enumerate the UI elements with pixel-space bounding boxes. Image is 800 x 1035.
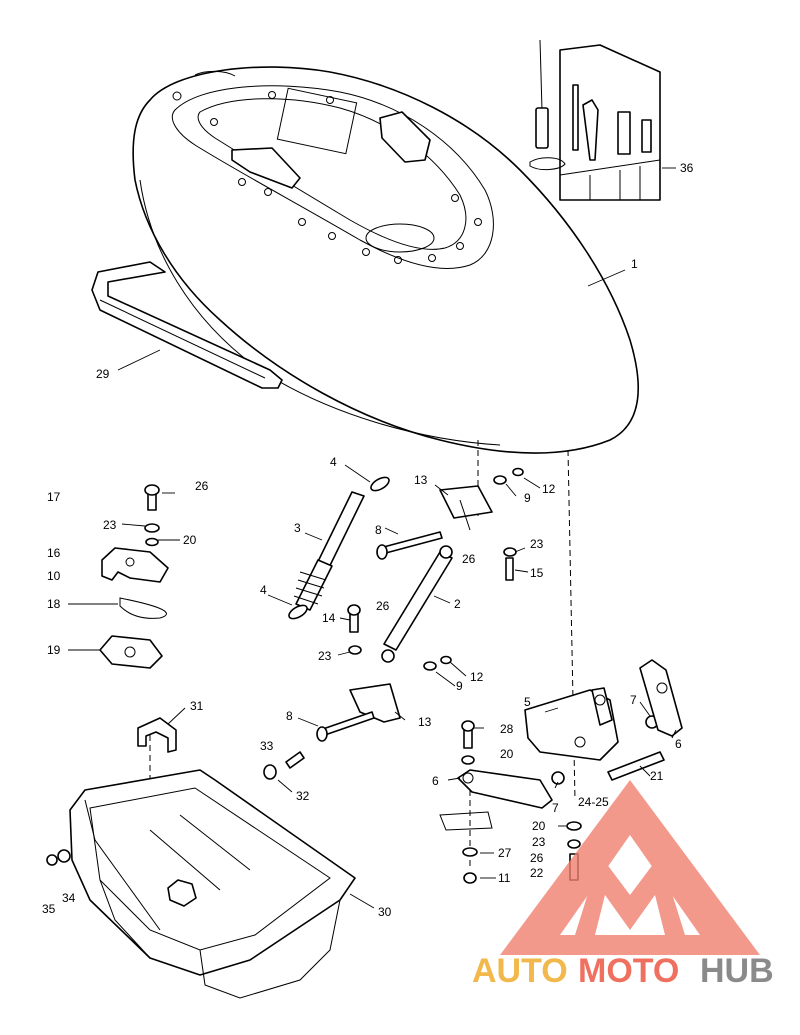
callout-label: 21	[650, 769, 664, 783]
storage-bin-part	[69, 769, 356, 999]
callout-labels: 1 2 3 4 4 5 6 6 7 7 8 8 9 9 10 11 12 12 …	[42, 161, 694, 919]
callout-label: 36	[680, 161, 694, 175]
spring-strut-part	[288, 476, 453, 663]
callout-label: 13	[418, 715, 432, 729]
callout-label: 26	[462, 552, 476, 566]
callout-label: 1	[631, 257, 638, 271]
callout-label: 23	[532, 835, 546, 849]
callout-label: 7	[552, 801, 559, 815]
watermark-word-moto: MOTO	[578, 952, 679, 990]
callout-label: 28	[500, 722, 514, 736]
callout-label: 7	[630, 693, 637, 707]
callout-label: 32	[296, 789, 310, 803]
callout-label: 31	[190, 699, 204, 713]
callout-label: 6	[675, 737, 682, 751]
callout-label: 5	[524, 695, 531, 709]
callout-label: 4	[330, 455, 337, 469]
callout-label: 2	[454, 597, 461, 611]
bracket-part	[349, 485, 493, 723]
callout-label: 9	[524, 491, 531, 505]
fastener-parts	[46, 467, 659, 884]
callout-label: 30	[378, 905, 392, 919]
callout-label: 34	[62, 891, 76, 905]
callout-label: 18	[47, 597, 61, 611]
callout-label: 23	[103, 518, 117, 532]
watermark-word-auto: AUTO	[472, 952, 568, 990]
callout-label: 35	[42, 902, 56, 916]
callout-label: 26	[376, 599, 390, 613]
callout-label: 8	[286, 709, 293, 723]
callout-label: 4	[260, 583, 267, 597]
callout-label: 15	[530, 566, 544, 580]
callout-label: 11	[498, 871, 511, 885]
bolt-part	[316, 531, 443, 742]
callout-label: 9	[456, 679, 463, 693]
callout-label: 8	[375, 523, 382, 537]
callout-label: 20	[532, 819, 546, 833]
callout-label: 3	[294, 521, 301, 535]
callout-label: 12	[470, 670, 484, 684]
callout-label: 29	[96, 367, 110, 381]
callout-label: 6	[432, 774, 439, 788]
callout-label: 23	[530, 537, 544, 551]
callout-label: 26	[530, 851, 544, 865]
callout-label: 20	[500, 747, 514, 761]
callout-label: 17	[47, 490, 61, 504]
callout-label: 16	[47, 546, 61, 560]
watermark-word-hub: HUB	[700, 952, 774, 990]
clip-part	[137, 717, 177, 753]
triangle-m-logo	[500, 780, 760, 955]
linkage-parts	[439, 659, 683, 831]
callout-label: 23	[318, 649, 332, 663]
hood-part	[132, 66, 639, 454]
callout-label: 19	[47, 643, 61, 657]
callout-label: 22	[530, 866, 544, 880]
callout-label: 26	[195, 479, 209, 493]
callout-label: 10	[47, 569, 61, 583]
callout-label: 20	[183, 533, 197, 547]
watermark-text: AUTO MOTO HUB	[472, 952, 774, 990]
callout-label: 24-25	[578, 795, 609, 809]
callout-label: 14	[322, 611, 336, 625]
leader-lines	[68, 167, 677, 909]
tool-kit-part	[529, 39, 661, 201]
callout-label: 27	[498, 846, 512, 860]
latch-parts	[99, 547, 169, 669]
callout-label: 33	[260, 739, 274, 753]
callout-label: 12	[542, 482, 556, 496]
callout-label: 13	[414, 473, 428, 487]
handle-part	[91, 261, 283, 389]
